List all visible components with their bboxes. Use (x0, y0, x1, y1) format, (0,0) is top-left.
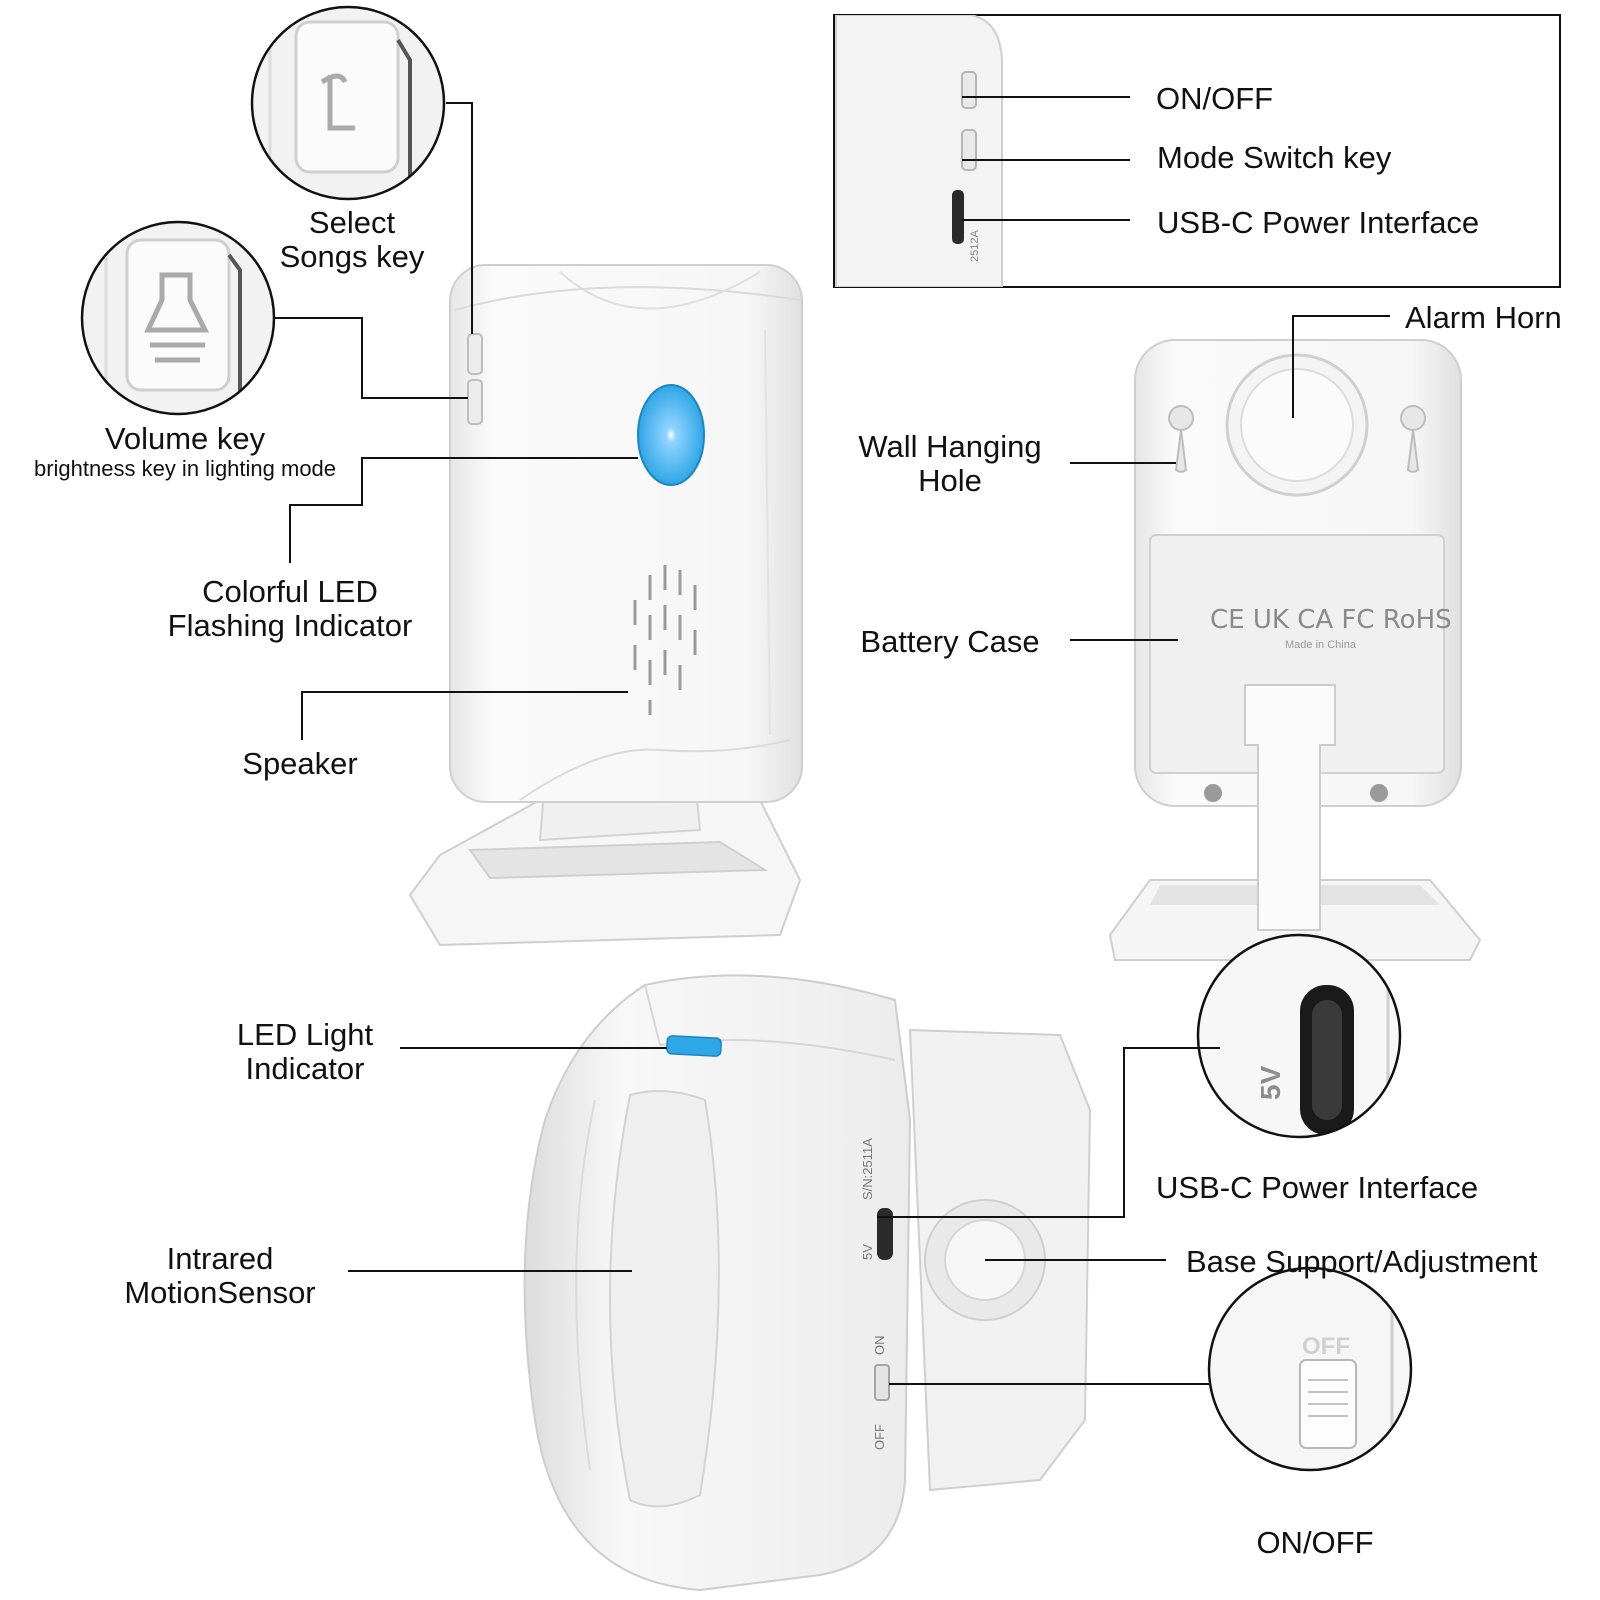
alarm-horn-text: Alarm Horn (1405, 300, 1562, 335)
switch-on-text: ON (872, 1336, 887, 1356)
volume-key-title: Volume key (104, 421, 266, 456)
alarm-horn-label: Alarm Horn (1405, 301, 1562, 335)
speaker-volume-icon (144, 272, 210, 363)
cert-marks: CE UK CA FC RoHS (1210, 605, 1452, 635)
sn-sensor-text: S/N:2511A (860, 1138, 875, 1200)
base-support-label: Base Support/Adjustment (1186, 1245, 1538, 1279)
led-light-line2: Indicator (245, 1051, 365, 1086)
wall-hanging-hole-left (1168, 405, 1195, 473)
led-light-indicator (666, 1035, 722, 1057)
led-light-indicator-label: LED Light Indicator (215, 1018, 395, 1086)
on-off-bottom-label: ON/OFF (1250, 1526, 1380, 1560)
colorful-led-label: Colorful LED Flashing Indicator (150, 575, 430, 643)
wall-hanging-hole-label: Wall Hanging Hole (840, 430, 1060, 498)
colorful-led-line2: Flashing Indicator (167, 608, 413, 643)
battery-case-label: Battery Case (845, 625, 1055, 659)
side-detail-box: 2512A (833, 14, 1561, 288)
on-off-top-label: ON/OFF (1156, 82, 1273, 116)
select-songs-line1: Select (308, 205, 396, 240)
usb-c-bottom-text: USB-C Power Interface (1156, 1170, 1479, 1205)
zoom-off-text: OFF (1302, 1333, 1350, 1360)
select-songs-zoom (252, 7, 444, 199)
infrared-motion-sensor-label: Intrared MotionSensor (110, 1242, 330, 1310)
sensor-usb-port (877, 1208, 893, 1260)
mode-switch-key-label: Mode Switch key (1157, 141, 1391, 175)
volume-key-label: Volume key brightness key in lighting mo… (5, 422, 365, 482)
wall-hanging-line2: Hole (918, 463, 982, 498)
on-off-bottom-text: ON/OFF (1256, 1525, 1374, 1560)
usb-c-top-label: USB-C Power Interface (1157, 206, 1479, 240)
voltage-sensor-text: 5V (860, 1244, 875, 1260)
usb-c-zoom: 5V (1198, 935, 1400, 1137)
infrared-line2: MotionSensor (124, 1275, 316, 1310)
colorful-led-line1: Colorful LED (202, 574, 378, 609)
volume-key-subtitle: brightness key in lighting mode (33, 456, 337, 481)
motion-sensor: 5V S/N:2511A ON OFF (523, 974, 1092, 1592)
switch-off-text: OFF (872, 1424, 887, 1450)
battery-case-text: Battery Case (860, 624, 1040, 659)
sensor-power-switch (874, 1364, 890, 1401)
on-off-top-text: ON/OFF (1156, 81, 1274, 116)
wall-hanging-hole-right (1400, 405, 1427, 473)
usb-c-top-text: USB-C Power Interface (1157, 205, 1480, 240)
led-light-line1: LED Light (236, 1017, 374, 1052)
mode-switch-key-text: Mode Switch key (1157, 140, 1392, 175)
leader-lines (274, 96, 1390, 1385)
music-note-icon (320, 73, 355, 131)
receiver-front (408, 264, 803, 947)
infrared-lens (609, 1090, 720, 1508)
volume-key-zoom (82, 222, 274, 414)
sn-receiver-text: 2512A (969, 230, 981, 262)
speaker-label: Speaker (230, 747, 370, 781)
infrared-line1: Intrared (166, 1241, 274, 1276)
on-off-switch-zoom: OFF (1209, 1268, 1411, 1470)
select-songs-line2: Songs key (279, 239, 425, 274)
made-in-text: Made in China (1285, 639, 1357, 651)
voltage-zoom-text: 5V (1255, 1065, 1286, 1100)
speaker-text: Speaker (242, 746, 358, 781)
colorful-led-indicator (637, 384, 705, 486)
receiver-back: CE UK CA FC RoHS Made in China (1108, 339, 1482, 961)
select-songs-key-label: Select Songs key (262, 206, 442, 274)
base-support-text: Base Support/Adjustment (1186, 1244, 1538, 1279)
speaker-grille (633, 565, 697, 715)
wall-hanging-line1: Wall Hanging (858, 429, 1042, 464)
usb-c-bottom-label: USB-C Power Interface (1156, 1171, 1478, 1205)
